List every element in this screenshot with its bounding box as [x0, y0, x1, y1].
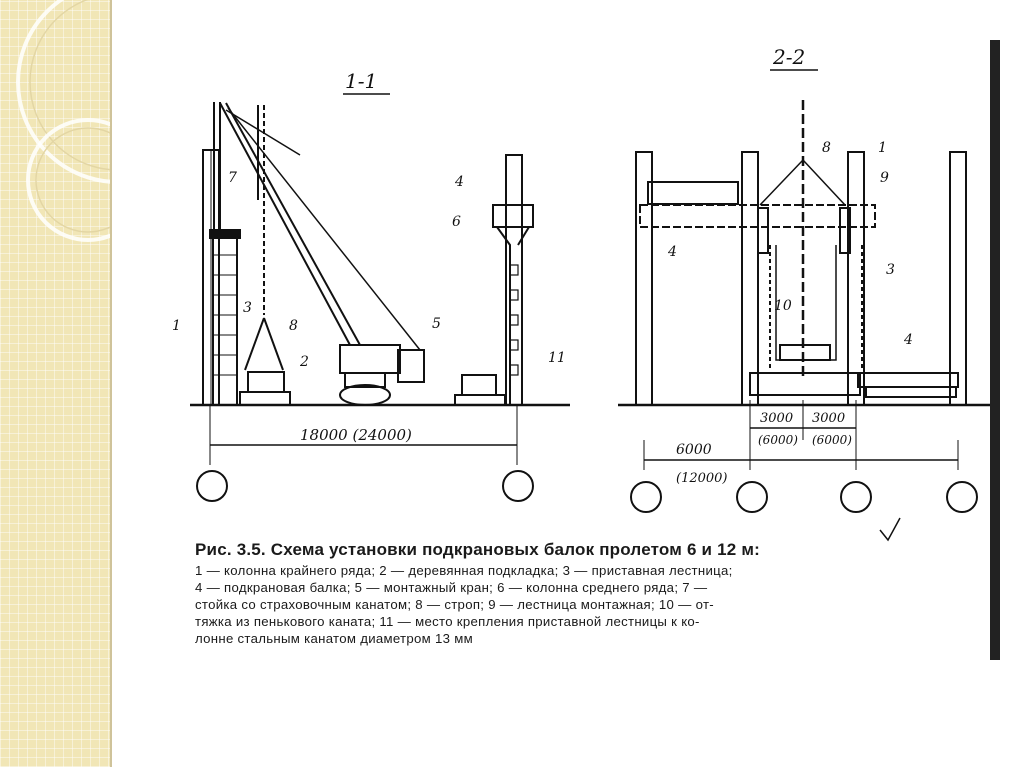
callout-r-8: 8 — [822, 140, 831, 156]
callout-r-9: 9 — [880, 170, 889, 186]
callout-5: 5 — [432, 316, 441, 332]
callout-1: 1 — [172, 318, 181, 334]
callout-3: 3 — [243, 300, 252, 316]
caption-body: 1 — колонна крайнего ряда; 2 — деревянна… — [195, 563, 733, 646]
dim-right-span: 6000 — [676, 442, 712, 458]
section-2-2 — [618, 100, 990, 542]
callout-r-4-bottom: 4 — [903, 332, 913, 348]
section-label-2-2: 2-2 — [772, 45, 805, 69]
decorative-side-band — [0, 0, 220, 767]
callout-7: 7 — [228, 170, 237, 186]
section-1-1 — [190, 102, 570, 502]
callout-r-3: 3 — [886, 262, 895, 278]
scan-edge — [990, 40, 1000, 660]
callout-r-4-top: 4 — [667, 244, 677, 260]
scanned-figure: 1-1 2-2 7 1 3 8 2 5 4 6 11 8 1 9 4 3 10 … — [115, 0, 1024, 767]
dim-right-span-alt: (12000) — [676, 471, 728, 486]
figure-caption: Рис. 3.5. Схема установки подкрановых ба… — [195, 540, 995, 647]
caption-title: Рис. 3.5. Схема установки подкрановых ба… — [195, 540, 760, 559]
decorative-circles — [16, 0, 220, 242]
callout-8: 8 — [289, 318, 298, 334]
callout-11: 11 — [548, 350, 566, 366]
callout-2: 2 — [299, 354, 309, 370]
dim-mid-b-alt: (6000) — [812, 433, 852, 447]
callout-r-1: 1 — [878, 140, 887, 156]
callout-r-10: 10 — [774, 298, 792, 314]
dim-mid-a-alt: (6000) — [758, 433, 798, 447]
structural-diagram: 1-1 2-2 7 1 3 8 2 5 4 6 11 8 1 9 4 3 10 … — [172, 40, 1000, 660]
callout-4: 4 — [454, 174, 464, 190]
band-divider — [110, 0, 112, 767]
dim-mid-a: 3000 — [760, 411, 793, 426]
section-label-1-1: 1-1 — [345, 69, 377, 93]
callout-6: 6 — [452, 214, 461, 230]
dim-left-span: 18000 (24000) — [300, 426, 412, 444]
dim-mid-b: 3000 — [812, 411, 845, 426]
